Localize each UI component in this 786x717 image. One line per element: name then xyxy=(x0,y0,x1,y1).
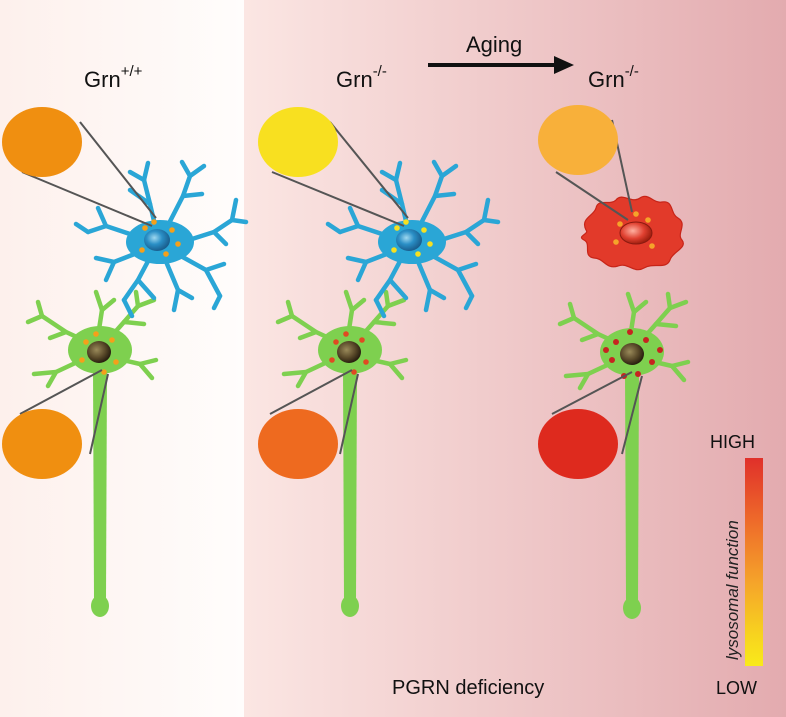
lysosomal-function-scale: HIGH lysosomal function LOW xyxy=(710,432,763,698)
pgrn-deficiency-label: PGRN deficiency xyxy=(392,677,544,699)
zoom-lines xyxy=(269,121,409,455)
neuron-nucleus xyxy=(337,341,361,363)
column-label-wildtype: Grn+/+ xyxy=(84,63,143,92)
reactive-microglia-nucleus xyxy=(619,221,653,245)
lysosome-zoom-neuron-wildtype xyxy=(2,409,82,479)
lysosome-dots-neuron xyxy=(329,331,369,375)
scale-low-label: LOW xyxy=(716,678,757,698)
column-label-knockout-aged: Grn-/- xyxy=(588,63,639,92)
column-label-knockout-young: Grn-/- xyxy=(336,63,387,92)
aging-label: Aging xyxy=(466,32,522,57)
column-knockout-aged: Grn-/- xyxy=(538,63,688,619)
neuron-nucleus xyxy=(620,343,644,365)
column-wildtype: Grn+/+ xyxy=(2,63,246,617)
lysosome-zoom-microglia-knockout-aged xyxy=(538,105,618,175)
neuron-nucleus xyxy=(87,341,111,363)
lysosome-zoom-microglia-wildtype xyxy=(2,107,82,177)
scale-gradient-bar xyxy=(745,458,763,666)
lysosome-zoom-neuron-knockout-aged xyxy=(538,409,618,479)
lysosome-zoom-neuron-knockout-young xyxy=(258,409,338,479)
lysosome-dots-microglia xyxy=(613,211,655,249)
microglia-nucleus xyxy=(396,229,422,251)
scale-high-label: HIGH xyxy=(710,432,755,452)
zoom-lines xyxy=(19,121,157,455)
lysosome-dots-microglia xyxy=(391,219,433,257)
lysosome-dots xyxy=(79,219,181,375)
aging-arrow: Aging xyxy=(428,32,574,74)
column-knockout-young: Grn-/- xyxy=(258,63,498,617)
microglia-nucleus xyxy=(144,229,170,251)
scale-title: lysosomal function xyxy=(723,520,742,660)
lysosome-zoom-microglia-knockout-young xyxy=(258,107,338,177)
